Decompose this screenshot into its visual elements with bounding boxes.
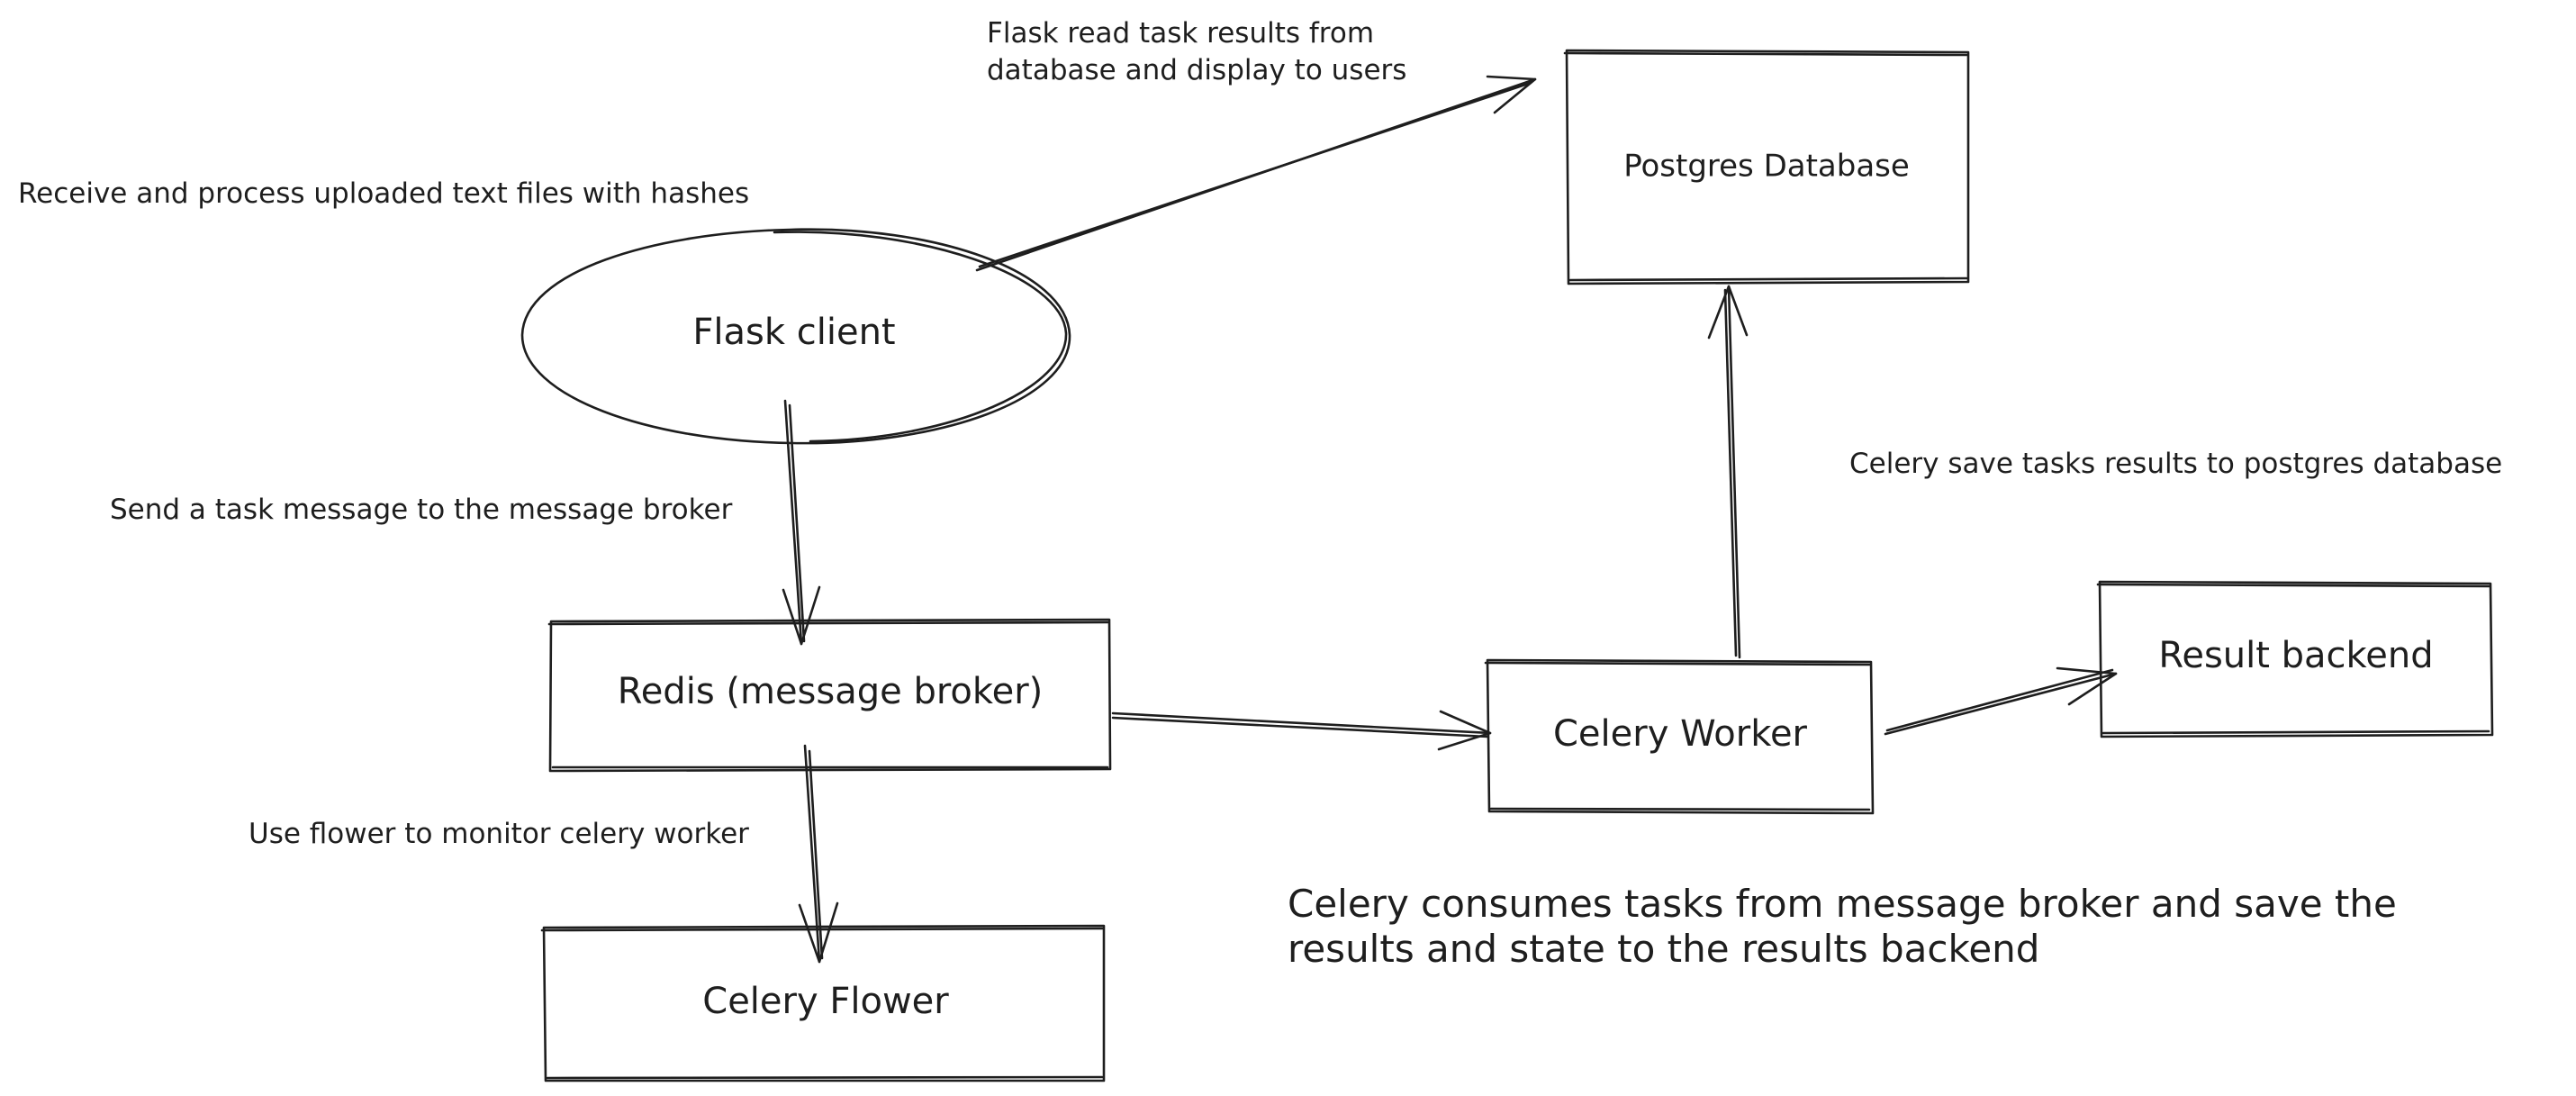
redis-node: Redis (message broker) [547,618,1112,773]
result-backend-box [2098,580,2494,738]
redis-label: Redis (message broker) [618,671,1044,712]
celery-worker-label: Celery Worker [1553,713,1808,755]
note-flask-read-line1: Flask read task results from [987,17,1374,50]
flask-client-ellipse-overdraw [773,231,1068,443]
arrow-redis-to-worker [1111,710,1492,751]
note-send-task: Send a task message to the message broke… [110,494,733,526]
celery-flower-label: Celery Flower [702,981,949,1022]
arrow-worker-to-postgres [1707,285,1749,659]
result-backend-box-overdraw [2096,583,2490,735]
result-backend-label: Result backend [2158,635,2433,676]
result-backend-node: Result backend [2096,580,2494,738]
postgres-box-overdraw [1563,51,1968,282]
note-celery-consumes-line1: Celery consumes tasks from message broke… [1288,882,2397,926]
arrow-redis-to-flower [798,744,839,964]
celery-worker-node: Celery Worker [1484,658,1875,815]
note-celery-consumes-line2: results and state to the results backend [1288,927,2039,971]
redis-box-overdraw [547,620,1109,769]
postgres-label: Postgres Database [1623,149,1910,185]
celery-flower-box-overdraw [540,927,1104,1080]
celery-flower-box [542,924,1106,1082]
arrow-flask-to-postgres [975,75,1537,272]
celery-worker-box [1486,658,1875,815]
arrow-flask-to-redis [782,399,821,646]
celery-worker-box-overdraw [1484,661,1871,811]
note-celery-save: Celery save tasks results to postgres da… [1849,448,2502,480]
arrow-worker-to-result-backend [1884,666,2118,736]
note-flask-read-line2: database and display to users [987,54,1406,86]
flask-client-node: Flask client [520,228,1071,445]
flask-client-label: Flask client [692,312,895,353]
note-use-flower: Use flower to monitor celery worker [249,818,749,850]
redis-box [548,618,1112,773]
celery-flower-node: Celery Flower [540,924,1106,1082]
postgres-node: Postgres Database [1563,49,1970,285]
note-receive-upload: Receive and process uploaded text files … [18,177,749,210]
postgres-box [1565,49,1970,285]
